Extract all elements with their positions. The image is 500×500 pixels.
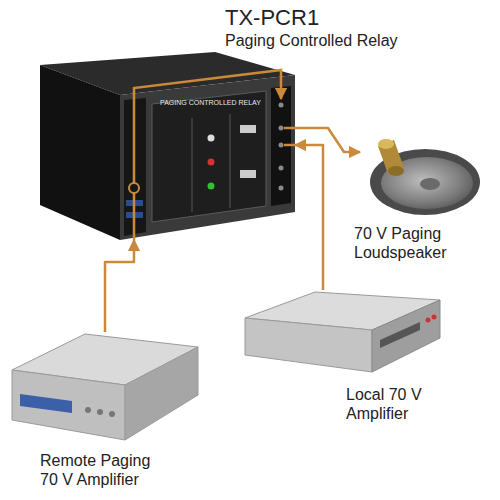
- signal-wire: [295, 145, 323, 290]
- switch: [240, 125, 256, 133]
- signal-wire: [295, 128, 360, 152]
- device-label: 70 V Paging Loudspeaker: [354, 224, 489, 262]
- output-wire: [284, 127, 295, 130]
- panel-divider: [192, 118, 193, 212]
- input-terminal: [129, 183, 139, 193]
- magnet-base: [388, 166, 404, 176]
- terminal-screw: [279, 103, 284, 108]
- led: [208, 135, 215, 142]
- amp-display: [380, 322, 420, 348]
- signal-wire: [105, 240, 134, 332]
- terminal-screw: [279, 143, 284, 148]
- switch: [240, 170, 256, 178]
- amp-side: [245, 318, 372, 372]
- dust-cap: [420, 178, 440, 190]
- amplifier-node: Remote Paging 70 V Amplifier: [10, 332, 200, 445]
- amp-knob: [432, 315, 437, 320]
- amp-knob: [109, 411, 115, 417]
- loudspeaker-node: 70 V Paging Loudspeaker: [360, 138, 480, 216]
- amp-display: [20, 394, 72, 413]
- amplifier-node: Local 70 V Amplifier: [243, 290, 443, 375]
- device-subtitle: Paging Controlled Relay: [225, 31, 398, 50]
- device-front: [120, 75, 295, 240]
- amp-knob: [426, 318, 431, 323]
- led: [208, 159, 215, 166]
- front-panel: [152, 91, 266, 222]
- panel-divider: [230, 114, 231, 208]
- relay-device: [40, 52, 295, 240]
- input-wire: [133, 193, 136, 240]
- device-label: Local 70 V Amplifier: [346, 385, 446, 423]
- amp-front: [12, 370, 125, 440]
- amp-knob: [97, 409, 103, 415]
- local-wire: [284, 144, 295, 147]
- relay-device-node: TX-PCR1Paging Controlled Relay: [40, 55, 295, 240]
- magnet-cap: [378, 139, 394, 149]
- relay-loop-wire: [134, 70, 281, 183]
- local-amplifier: [245, 292, 440, 372]
- remote-amplifier: [12, 334, 198, 440]
- terminal-screw: [279, 166, 284, 171]
- amp-knob: [85, 407, 91, 413]
- led: [208, 183, 215, 190]
- device-side: [40, 65, 120, 240]
- loudspeaker: [370, 139, 480, 215]
- device-label: Remote Paging 70 V Amplifier: [40, 451, 162, 489]
- amp-side: [125, 347, 198, 440]
- panel-legend: PAGING CONTROLLED RELAY: [160, 99, 261, 106]
- device-title: TX-PCR1: [225, 5, 319, 31]
- terminal-screw: [279, 186, 284, 191]
- terminal-screw: [279, 126, 284, 131]
- amp-front: [372, 300, 440, 372]
